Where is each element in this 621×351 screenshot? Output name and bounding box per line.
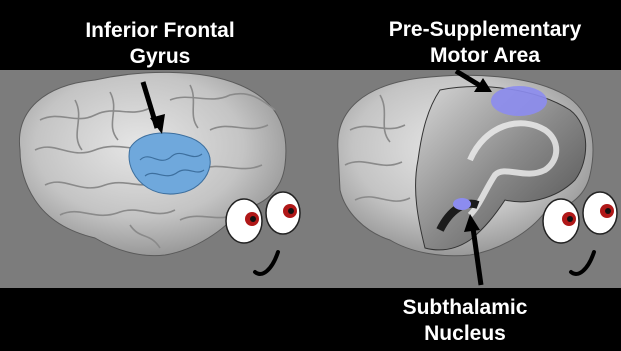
label-line: Subthalamic <box>350 295 580 321</box>
left-brain-surface <box>19 72 300 274</box>
pre-sma-label: Pre-Supplementary Motor Area <box>355 17 615 69</box>
label-line: Pre-Supplementary <box>355 17 615 43</box>
subthalamic-nucleus-label: Subthalamic Nucleus <box>350 295 580 347</box>
subthalamic-nucleus-region <box>453 198 471 210</box>
label-line: Gyrus <box>40 44 280 70</box>
label-line: Inferior Frontal <box>40 18 280 44</box>
inferior-frontal-gyrus-label: Inferior Frontal Gyrus <box>40 18 280 70</box>
label-line: Nucleus <box>350 321 580 347</box>
right-nose-icon <box>571 252 594 274</box>
left-nose-icon <box>255 252 278 274</box>
right-brain-slice <box>338 71 617 285</box>
label-line: Motor Area <box>355 43 615 69</box>
pre-sma-region <box>491 86 547 116</box>
